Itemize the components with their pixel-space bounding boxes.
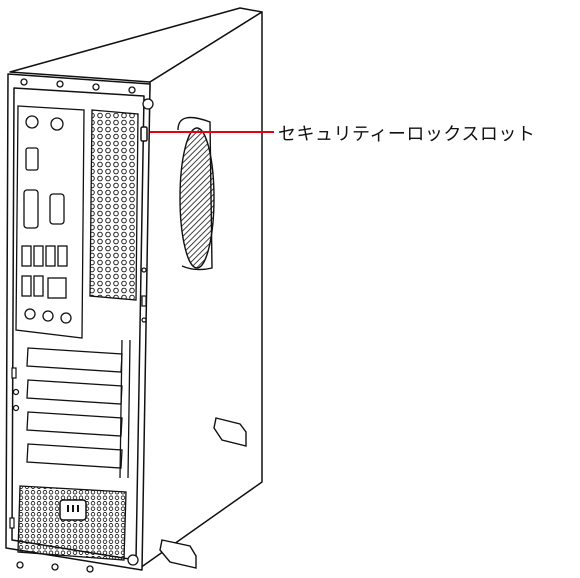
- thumbscrew-top-icon: [142, 98, 154, 110]
- rear-io-panel: [15, 105, 85, 339]
- security-lock-slot-label: セキュリティーロックスロット: [278, 124, 536, 145]
- expansion-slots: [26, 339, 131, 479]
- case-side-panel: [139, 11, 263, 569]
- rear-vent-grille: [89, 109, 139, 301]
- foot-rear: [213, 417, 247, 447]
- thumbscrew-bottom-icon: [127, 554, 139, 566]
- side-fan-grille: [179, 127, 215, 269]
- foot-front: [159, 539, 197, 569]
- security-lock-slot: [140, 126, 148, 142]
- psu-vent-grille: [17, 485, 127, 561]
